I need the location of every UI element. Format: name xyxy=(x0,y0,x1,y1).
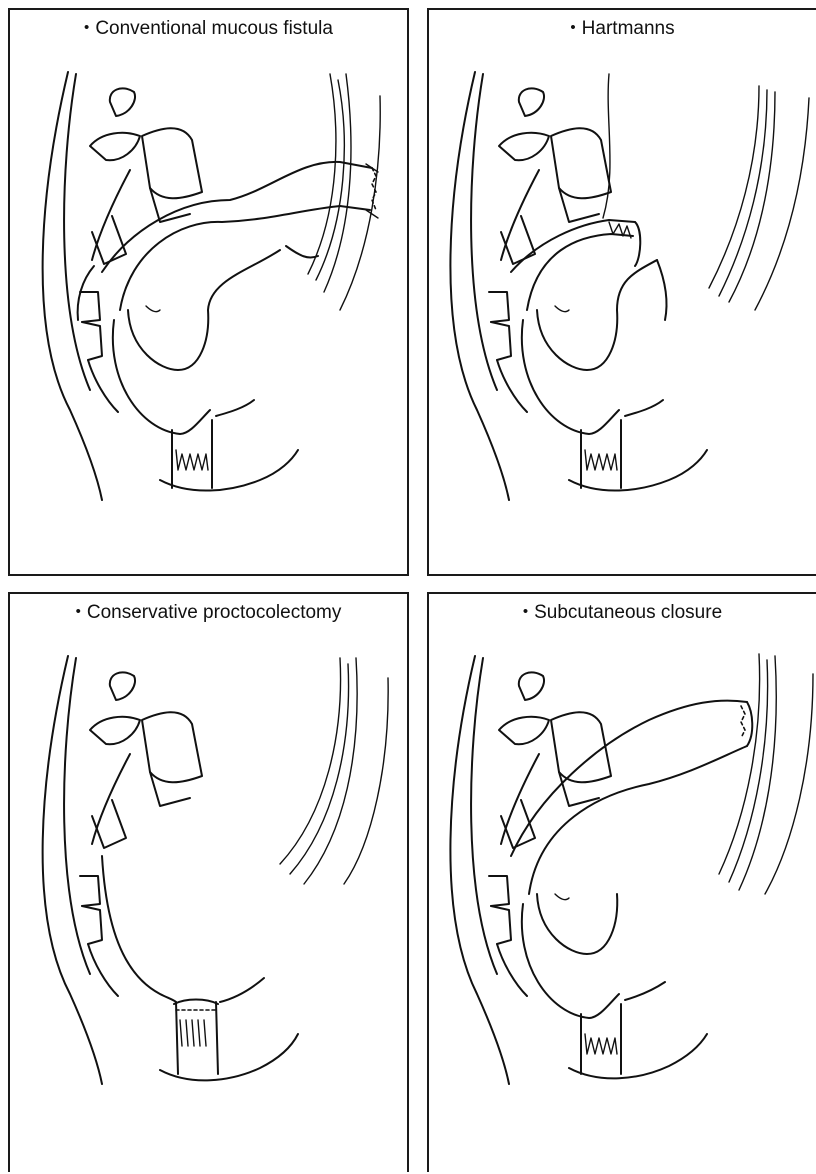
pelvis-illustration xyxy=(429,594,816,1174)
panel-hartmanns: •Hartmanns xyxy=(427,8,816,576)
pelvis-illustration xyxy=(10,10,411,578)
panel-conventional-mucous-fistula: •Conventional mucous fistula xyxy=(8,8,409,576)
pelvis-illustration xyxy=(10,594,411,1174)
pelvis-illustration xyxy=(429,10,816,578)
panel-conservative-proctocolectomy: •Conservative proctocolectomy xyxy=(8,592,409,1172)
panel-subcutaneous-closure: •Subcutaneous closure xyxy=(427,592,816,1172)
vertebra xyxy=(110,88,135,116)
